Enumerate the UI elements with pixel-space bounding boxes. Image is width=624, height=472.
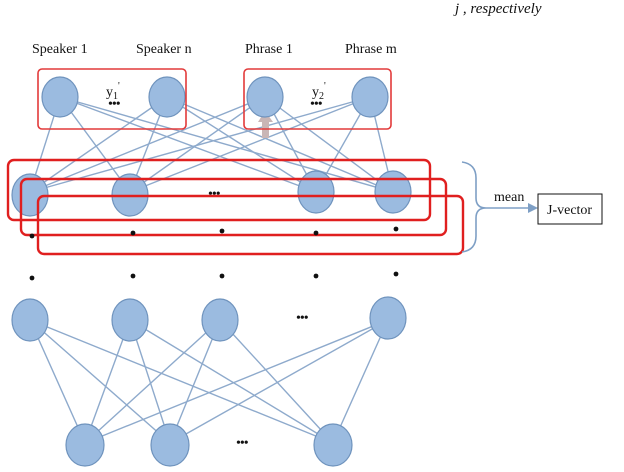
- hidden-layer-stack: [6, 158, 465, 256]
- phrase-group-box: [243, 68, 392, 130]
- node-speaker-1: [41, 76, 79, 118]
- label-y1: y1': [106, 81, 120, 102]
- j-vector-label: J-vector: [547, 203, 592, 218]
- node-phrase-1: [246, 76, 284, 118]
- j-vector-box: [537, 193, 603, 225]
- mean-label: mean: [494, 190, 524, 205]
- output-layer: [41, 76, 389, 118]
- label-phrase-m: Phrase m: [345, 42, 397, 57]
- label-speaker-1: Speaker 1: [32, 42, 88, 57]
- edges-output-to-hidden: [29, 96, 394, 193]
- ellipsis-input: •••: [236, 436, 249, 451]
- mean-arrowhead: [528, 203, 538, 213]
- hidden-layer-bottom: [11, 296, 407, 342]
- node-speaker-n: [148, 76, 186, 118]
- ellipsis-hidden-bottom: •••: [296, 311, 309, 326]
- header-fragment: j , respectively: [453, 1, 542, 17]
- node-phrase-m: [351, 76, 389, 118]
- label-y2: y2': [312, 81, 326, 102]
- ellipsis-speakers: •••: [108, 97, 121, 112]
- ellipsis-hidden-top: •••: [208, 187, 221, 202]
- label-phrase-1: Phrase 1: [245, 42, 293, 57]
- input-layer: [65, 423, 353, 467]
- ellipsis-phrases: •••: [310, 97, 323, 112]
- mean-brace: [461, 161, 487, 253]
- label-speaker-n: Speaker n: [136, 42, 192, 57]
- layer-dots-row-1: [29, 226, 399, 239]
- edges-hidden-to-input: [29, 319, 389, 444]
- speaker-group-box: [37, 68, 187, 130]
- layer-dots-row-2: [29, 271, 399, 281]
